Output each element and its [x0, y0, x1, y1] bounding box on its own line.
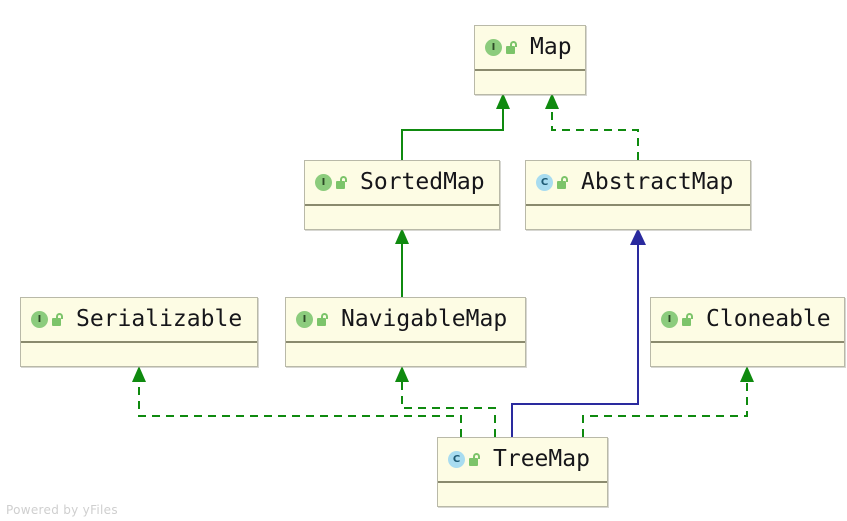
- uml-node-header: C AbstractMap: [526, 161, 750, 206]
- interface-icon: I: [661, 311, 678, 328]
- uml-node-serializable[interactable]: I Serializable: [20, 297, 258, 367]
- edge-treemap-to-navigablemap: [395, 366, 496, 437]
- uml-node-name: AbstractMap: [581, 169, 734, 195]
- class-icon: C: [448, 451, 465, 468]
- interface-icon: I: [296, 311, 313, 328]
- public-lock-icon: [469, 453, 481, 466]
- uml-node-sortedmap[interactable]: I SortedMap: [304, 160, 500, 230]
- uml-node-header: C TreeMap: [438, 438, 607, 483]
- edge-treemap-to-abstractmap: [511, 228, 646, 437]
- class-icon: C: [536, 174, 553, 191]
- uml-node-header: I Cloneable: [651, 298, 844, 343]
- uml-node-name: Map: [530, 34, 572, 60]
- uml-node-name: TreeMap: [493, 446, 590, 472]
- uml-node-header: I NavigableMap: [286, 298, 525, 343]
- interface-icon: I: [31, 311, 48, 328]
- uml-node-cloneable[interactable]: I Cloneable: [650, 297, 845, 367]
- uml-node-navigablemap[interactable]: I NavigableMap: [285, 297, 526, 367]
- uml-node-header: I SortedMap: [305, 161, 499, 206]
- uml-node-members: [475, 71, 585, 94]
- uml-node-name: Cloneable: [706, 306, 831, 332]
- uml-node-header: I Serializable: [21, 298, 257, 343]
- public-lock-icon: [557, 176, 569, 189]
- uml-node-header: I Map: [475, 26, 585, 71]
- uml-node-members: [526, 206, 750, 229]
- public-lock-icon: [52, 313, 64, 326]
- edge-treemap-to-serializable: [132, 366, 462, 437]
- uml-node-name: Serializable: [76, 306, 243, 332]
- interface-icon: I: [315, 174, 332, 191]
- edge-abstractmap-to-map: [545, 93, 639, 160]
- uml-node-name: NavigableMap: [341, 306, 508, 332]
- uml-node-treemap[interactable]: C TreeMap: [437, 437, 608, 507]
- edge-navigablemap-to-sortedmap: [395, 228, 409, 297]
- edge-sortedmap-to-map: [401, 93, 510, 160]
- uml-node-members: [438, 483, 607, 506]
- uml-node-members: [305, 206, 499, 229]
- uml-node-members: [286, 343, 525, 366]
- public-lock-icon: [506, 41, 518, 54]
- public-lock-icon: [336, 176, 348, 189]
- uml-node-map[interactable]: I Map: [474, 25, 586, 95]
- uml-node-abstractmap[interactable]: C AbstractMap: [525, 160, 751, 230]
- watermark-label: Powered by yFiles: [6, 503, 118, 517]
- interface-icon: I: [485, 39, 502, 56]
- public-lock-icon: [317, 313, 329, 326]
- uml-node-members: [21, 343, 257, 366]
- public-lock-icon: [682, 313, 694, 326]
- edge-treemap-to-cloneable: [582, 366, 754, 437]
- uml-node-name: SortedMap: [360, 169, 485, 195]
- uml-node-members: [651, 343, 844, 366]
